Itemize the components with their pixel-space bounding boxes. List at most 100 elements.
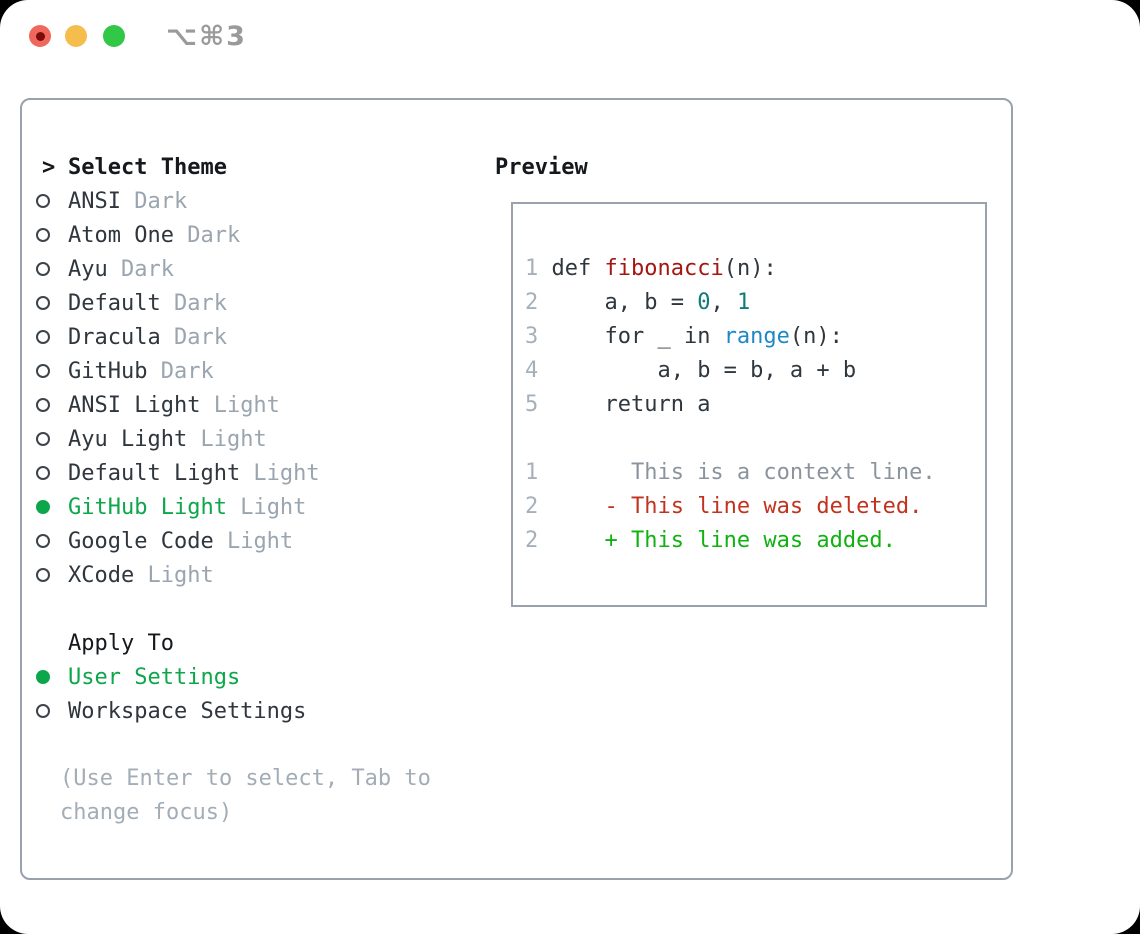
line-number: 2 [525, 494, 539, 519]
spacer [34, 592, 472, 626]
option-variant-label: Dark [120, 188, 188, 214]
theme-option-google-code[interactable]: Google Code Light [34, 524, 472, 558]
radio-icon [36, 262, 50, 276]
theme-option-ansi[interactable]: ANSI Dark [34, 184, 472, 218]
radio-icon [36, 534, 50, 548]
theme-option-xcode[interactable]: XCode Light [34, 558, 472, 592]
option-variant-label: Light [240, 460, 320, 486]
code-line: 2 a, b = 0, 1 [525, 286, 985, 320]
modified-indicator-icon [35, 31, 45, 41]
code-token: 0 [697, 290, 711, 315]
option-label: ANSI Light [68, 392, 201, 418]
zoom-button[interactable] [103, 25, 125, 47]
code-line: 1 def fibonacci(n): [525, 252, 985, 286]
window-title-shortcut: ⌥⌘3 [166, 21, 247, 52]
radio-icon [36, 398, 50, 412]
code-line: 5 return a [525, 388, 985, 422]
apply-to-header: Apply To [34, 626, 472, 660]
theme-option-atom-one[interactable]: Atom One Dark [34, 218, 472, 252]
theme-option-ansi-light[interactable]: ANSI Light Light [34, 388, 472, 422]
theme-option-github-light[interactable]: GitHub Light Light [34, 490, 472, 524]
option-label: GitHub [68, 358, 148, 384]
option-label: Default [68, 290, 161, 316]
option-label: User Settings [68, 664, 241, 690]
radio-icon [36, 194, 50, 208]
option-label: Ayu Light [68, 426, 188, 452]
radio-icon [36, 704, 50, 718]
code-token: (n): [789, 324, 843, 349]
option-label: Ayu [68, 256, 108, 282]
option-variant-label: Light [134, 562, 214, 588]
option-variant-label: Dark [173, 222, 241, 248]
code-line [525, 422, 985, 456]
option-label: Workspace Settings [68, 698, 307, 724]
code-token: This is a context line. [538, 460, 936, 485]
radio-icon [36, 432, 50, 446]
option-variant-label: Light [200, 392, 280, 418]
radio-icon [36, 330, 50, 344]
code-token: - This line was deleted. [538, 494, 923, 519]
option-label: GitHub Light [68, 494, 227, 520]
apply-option-workspace-settings[interactable]: Workspace Settings [34, 694, 472, 728]
theme-option-dracula[interactable]: Dracula Dark [34, 320, 472, 354]
code-token: fibonacci [604, 256, 724, 281]
radio-icon [36, 296, 50, 310]
code-token: , [710, 290, 737, 315]
theme-option-ayu[interactable]: Ayu Dark [34, 252, 472, 286]
code-line: 2 + This line was added. [525, 524, 985, 558]
radio-selected-icon [36, 670, 50, 684]
line-number: 2 [525, 290, 539, 315]
radio-icon [36, 568, 50, 582]
code-line: 1 This is a context line. [525, 456, 985, 490]
option-label: XCode [68, 562, 135, 588]
keyboard-hint: (Use Enter to select, Tab to change focu… [60, 766, 431, 825]
code-line: 2 - This line was deleted. [525, 490, 985, 524]
option-label: ANSI [68, 188, 121, 214]
line-number: 2 [525, 528, 539, 553]
code-token: + This line was added. [538, 528, 896, 553]
option-label: Atom One [68, 222, 174, 248]
line-number: 4 [525, 358, 539, 383]
code-token: def [538, 256, 605, 281]
code-token: (n): [723, 256, 777, 281]
apply-to-title: Apply To [68, 630, 174, 656]
close-button[interactable] [29, 25, 51, 47]
prompt-icon: > [42, 154, 56, 180]
option-label: Dracula [68, 324, 161, 350]
option-variant-label: Dark [147, 358, 214, 384]
code-token: a, b = b, a + b [538, 358, 857, 383]
select-theme-header: > Select Theme [34, 150, 472, 184]
option-label: Default Light [68, 460, 241, 486]
theme-option-default[interactable]: Default Dark [34, 286, 472, 320]
option-variant-label: Dark [160, 324, 227, 350]
line-number: 5 [525, 392, 539, 417]
option-variant-label: Dark [160, 290, 227, 316]
code-line: 3 for _ in range(n): [525, 320, 985, 354]
code-token: return a [538, 392, 711, 417]
option-variant-label: Light [187, 426, 267, 452]
code-line: 4 a, b = b, a + b [525, 354, 985, 388]
radio-selected-icon [36, 500, 50, 514]
line-number: 3 [525, 324, 539, 349]
titlebar: ⌥⌘3 [0, 0, 1140, 72]
radio-icon [36, 364, 50, 378]
radio-icon [36, 228, 50, 242]
apply-option-user-settings[interactable]: User Settings [34, 660, 472, 694]
radio-icon [36, 466, 50, 480]
option-variant-label: Dark [107, 256, 174, 282]
minimize-button[interactable] [65, 25, 87, 47]
option-label: Google Code [68, 528, 214, 554]
line-number: 1 [525, 460, 539, 485]
theme-option-ayu-light[interactable]: Ayu Light Light [34, 422, 472, 456]
theme-option-default-light[interactable]: Default Light Light [34, 456, 472, 490]
theme-option-github[interactable]: GitHub Dark [34, 354, 472, 388]
code-token: for _ in [538, 324, 724, 349]
code-token: 1 [736, 290, 751, 315]
option-variant-label: Light [213, 528, 294, 554]
